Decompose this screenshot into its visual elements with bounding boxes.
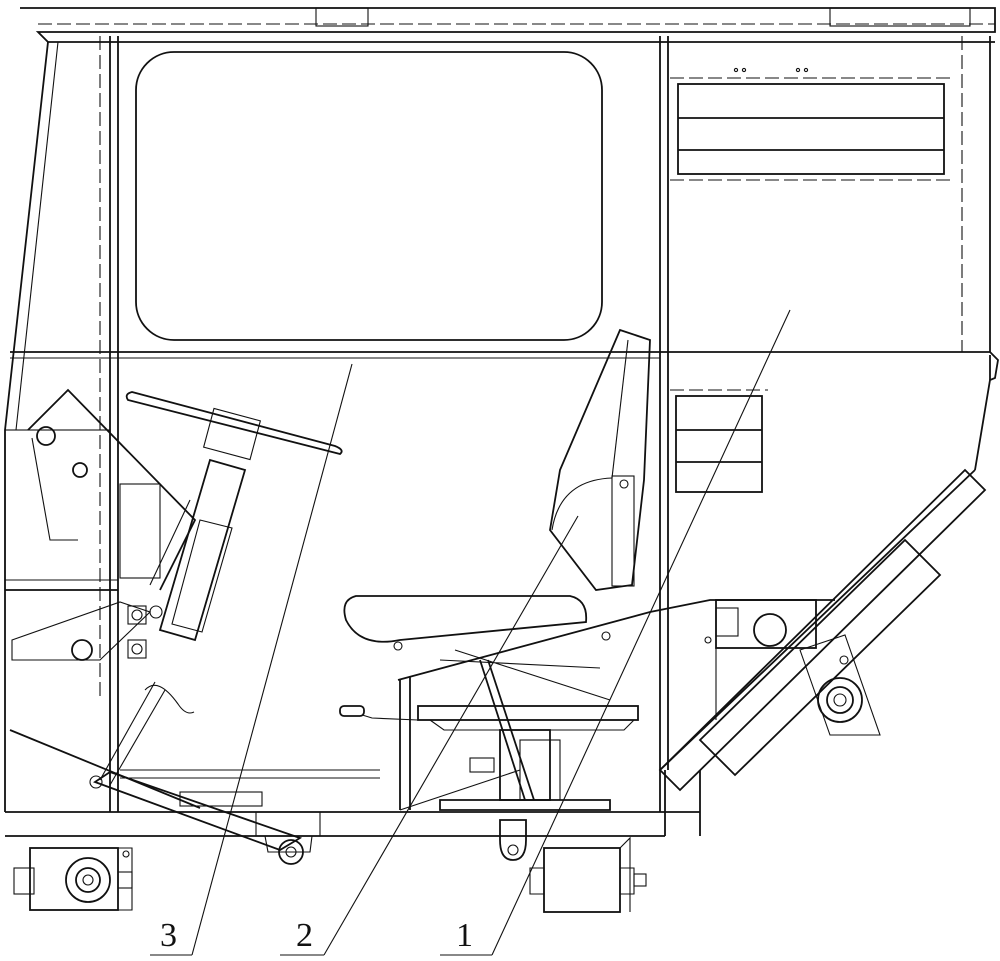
steering-wheel: [99, 391, 343, 786]
rear-diagonal-strut: [658, 468, 987, 792]
front-window: [135, 51, 603, 341]
rear-equipment-box: [704, 599, 817, 720]
control-console: [4, 388, 197, 661]
lifting-eye: [499, 819, 527, 861]
callout-3: 3: [150, 363, 353, 956]
mount-isolator-rear: [529, 836, 647, 913]
callout-1: 1: [440, 309, 791, 956]
roof: [20, 7, 996, 43]
mount-isolator-front: [13, 847, 133, 911]
label-3: 3: [160, 917, 177, 954]
pedal-linkage: [9, 729, 321, 865]
label-1: 1: [456, 917, 473, 954]
rear-storage-panel-lower: [670, 389, 768, 493]
cab-frame: [4, 36, 999, 837]
callout-2: 2: [280, 515, 579, 956]
rear-storage-panel-upper: [670, 67, 950, 181]
operator-seat: [339, 328, 835, 811]
label-2: 2: [296, 917, 313, 954]
